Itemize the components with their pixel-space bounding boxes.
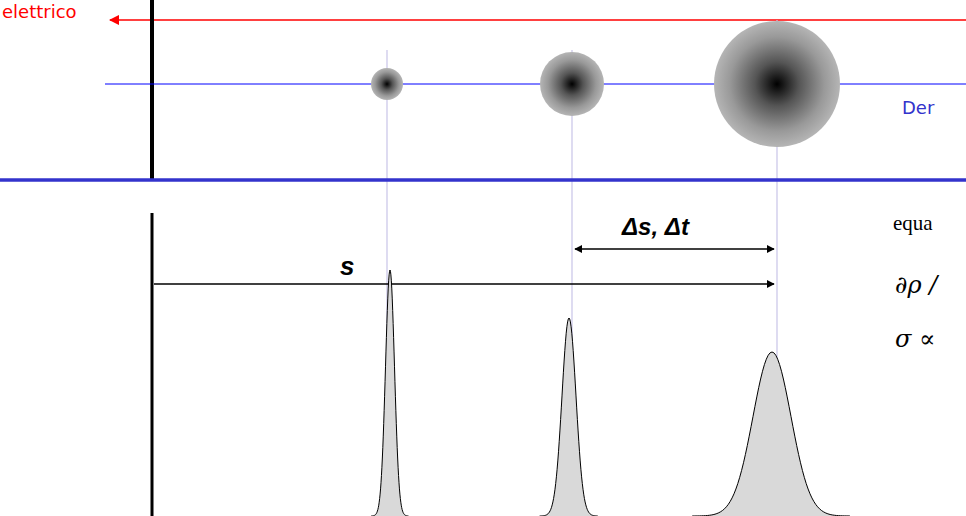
field-arrow	[110, 19, 966, 21]
field-label: elettrico	[2, 2, 77, 22]
delta-arrow	[575, 248, 774, 249]
peak-curve	[540, 318, 598, 516]
start-line	[150, 0, 154, 180]
axis-line	[151, 213, 154, 516]
equation-text: ∂ρ /	[895, 272, 937, 298]
equation-text: σ ∝	[895, 326, 935, 352]
distance-arrow	[154, 283, 774, 284]
distance-label: s	[340, 252, 354, 281]
band-spot	[540, 52, 604, 116]
band-spot	[371, 68, 403, 100]
equation-text: equa	[893, 212, 933, 235]
peak-curve	[692, 352, 850, 516]
peak-curve	[371, 270, 408, 516]
band-spot	[714, 21, 840, 147]
separator-line	[0, 178, 966, 182]
density-label: Der	[902, 98, 934, 118]
delta-label: Δs, Δt	[622, 214, 689, 240]
